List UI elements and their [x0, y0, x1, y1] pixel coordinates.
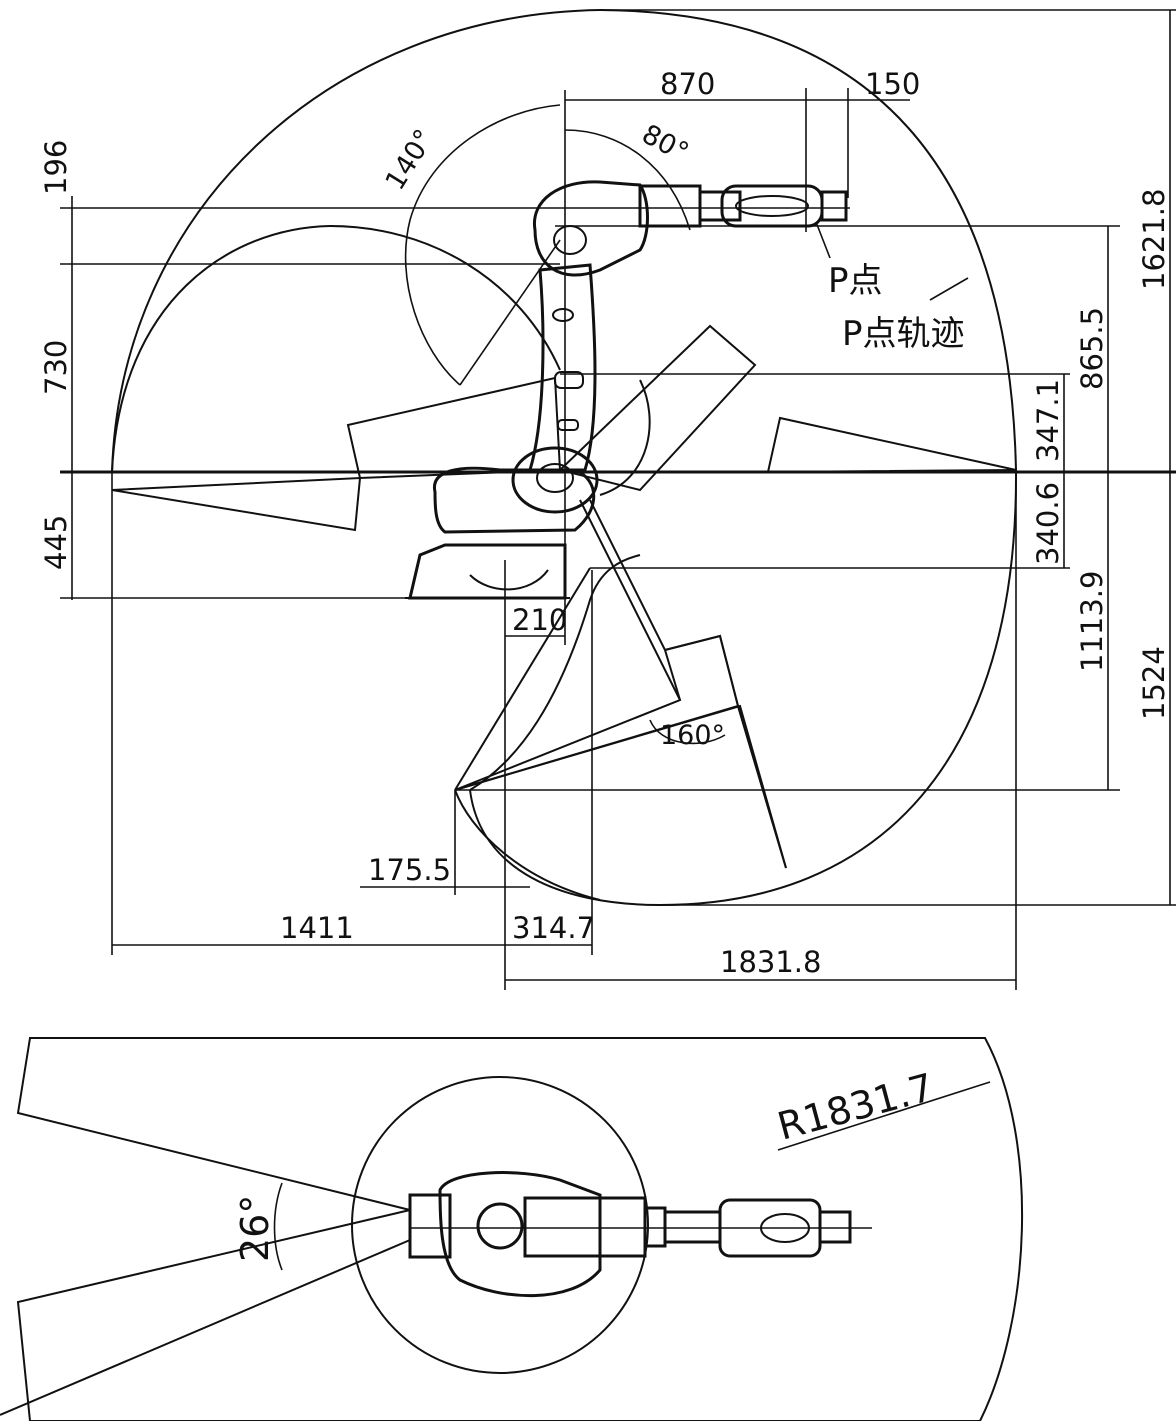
- axis1-lower-limit-wedge: [111, 476, 362, 532]
- dim-1831-8: 1831.8: [720, 945, 821, 979]
- dim-1524: 1524: [1137, 646, 1171, 720]
- p-trajectory-inner-left-arc: [111, 224, 561, 473]
- dim-1621-8: 1621.8: [1137, 189, 1171, 290]
- lower-arm-slot-3: [552, 308, 574, 322]
- top-forearm-tube: [663, 1210, 722, 1244]
- top-arm-body: [523, 1196, 647, 1258]
- dim-210: 210: [512, 603, 567, 637]
- joint3-housing: [532, 180, 649, 277]
- p-trajectory-label: P点轨迹: [842, 314, 965, 354]
- top-inner-circle: [351, 1076, 649, 1374]
- joint2-housing: [511, 446, 599, 514]
- top-angle-label: 26°: [233, 1195, 277, 1262]
- tool-flange: [820, 190, 848, 222]
- robot-base-arc: [469, 569, 549, 591]
- upper-arm-body: [638, 184, 702, 228]
- top-turret: [438, 1171, 602, 1298]
- dim-347-1: 347.1: [1031, 379, 1065, 462]
- axis3-right-wedge: [766, 416, 1017, 474]
- axis2-range-arc: [404, 104, 561, 386]
- p-trajectory-outer-arc: [469, 9, 1018, 907]
- joint3-hub: [553, 225, 587, 255]
- robot-side: [405, 180, 848, 600]
- side-view: 870 150 196 730 445 210 1621.8 865.5 347…: [39, 9, 1176, 990]
- robot-top: [408, 1171, 872, 1298]
- joint2-hub: [536, 463, 574, 493]
- p-trajectory-lower-arc: [469, 554, 641, 791]
- top-radius-leader: [777, 1081, 991, 1151]
- p-trajectory-leader: [929, 277, 969, 301]
- p-trajectory-outer-arc-left: [111, 9, 601, 473]
- top-sector-lower-edge: [0, 1239, 411, 1416]
- axis4-lower-line-3: [737, 705, 787, 869]
- lower-arm-slot-1: [554, 371, 584, 389]
- dim-445: 445: [39, 515, 73, 570]
- dim-1113-9: 1113.9: [1075, 571, 1109, 672]
- axis2-front-limit-wedge: [558, 324, 757, 492]
- axis4-lower-line-4: [664, 634, 739, 707]
- dim-865-5: 865.5: [1075, 307, 1109, 390]
- axis4-lower-line: [579, 499, 681, 701]
- top-radius-label: R1831.7: [773, 1065, 938, 1149]
- dim-870: 870: [660, 67, 715, 101]
- dim-196: 196: [39, 140, 73, 195]
- top-base-plate: [408, 1193, 452, 1259]
- top-workspace-sector: [16, 1037, 1024, 1421]
- dim-730: 730: [39, 340, 73, 395]
- angle-140: 140°: [380, 124, 441, 196]
- lower-arc-sweep: [454, 789, 601, 901]
- dim-1411: 1411: [280, 911, 354, 945]
- top-angle-arc: [273, 1182, 283, 1271]
- robot-base: [408, 543, 567, 600]
- lower-arm-slot-2: [557, 419, 579, 431]
- angle-160: 160°: [660, 720, 725, 751]
- top-tool-flange: [818, 1210, 852, 1244]
- dim-175-5: 175.5: [368, 853, 451, 887]
- axis2-rear-limit-wedge: [346, 376, 562, 480]
- dim-340-6: 340.6: [1031, 482, 1065, 565]
- axis4-lower-line-5: [454, 567, 591, 791]
- p-point-label: P点: [828, 261, 883, 301]
- axis4-arc-160: [649, 719, 726, 745]
- upper-arm-tube: [698, 190, 742, 222]
- lower-arc-right: [599, 379, 651, 496]
- top-joint-hub: [476, 1202, 524, 1250]
- p-point-leader: [815, 221, 831, 259]
- top-view: R1831.7 26°: [0, 1037, 1024, 1421]
- dim-150: 150: [865, 67, 920, 101]
- wrist-window: [735, 195, 809, 217]
- lower-arm: [527, 263, 597, 472]
- dim-314-7: 314.7: [512, 911, 595, 945]
- axis4-lower-line-2: [454, 705, 739, 791]
- angle-80: 80°: [637, 119, 694, 169]
